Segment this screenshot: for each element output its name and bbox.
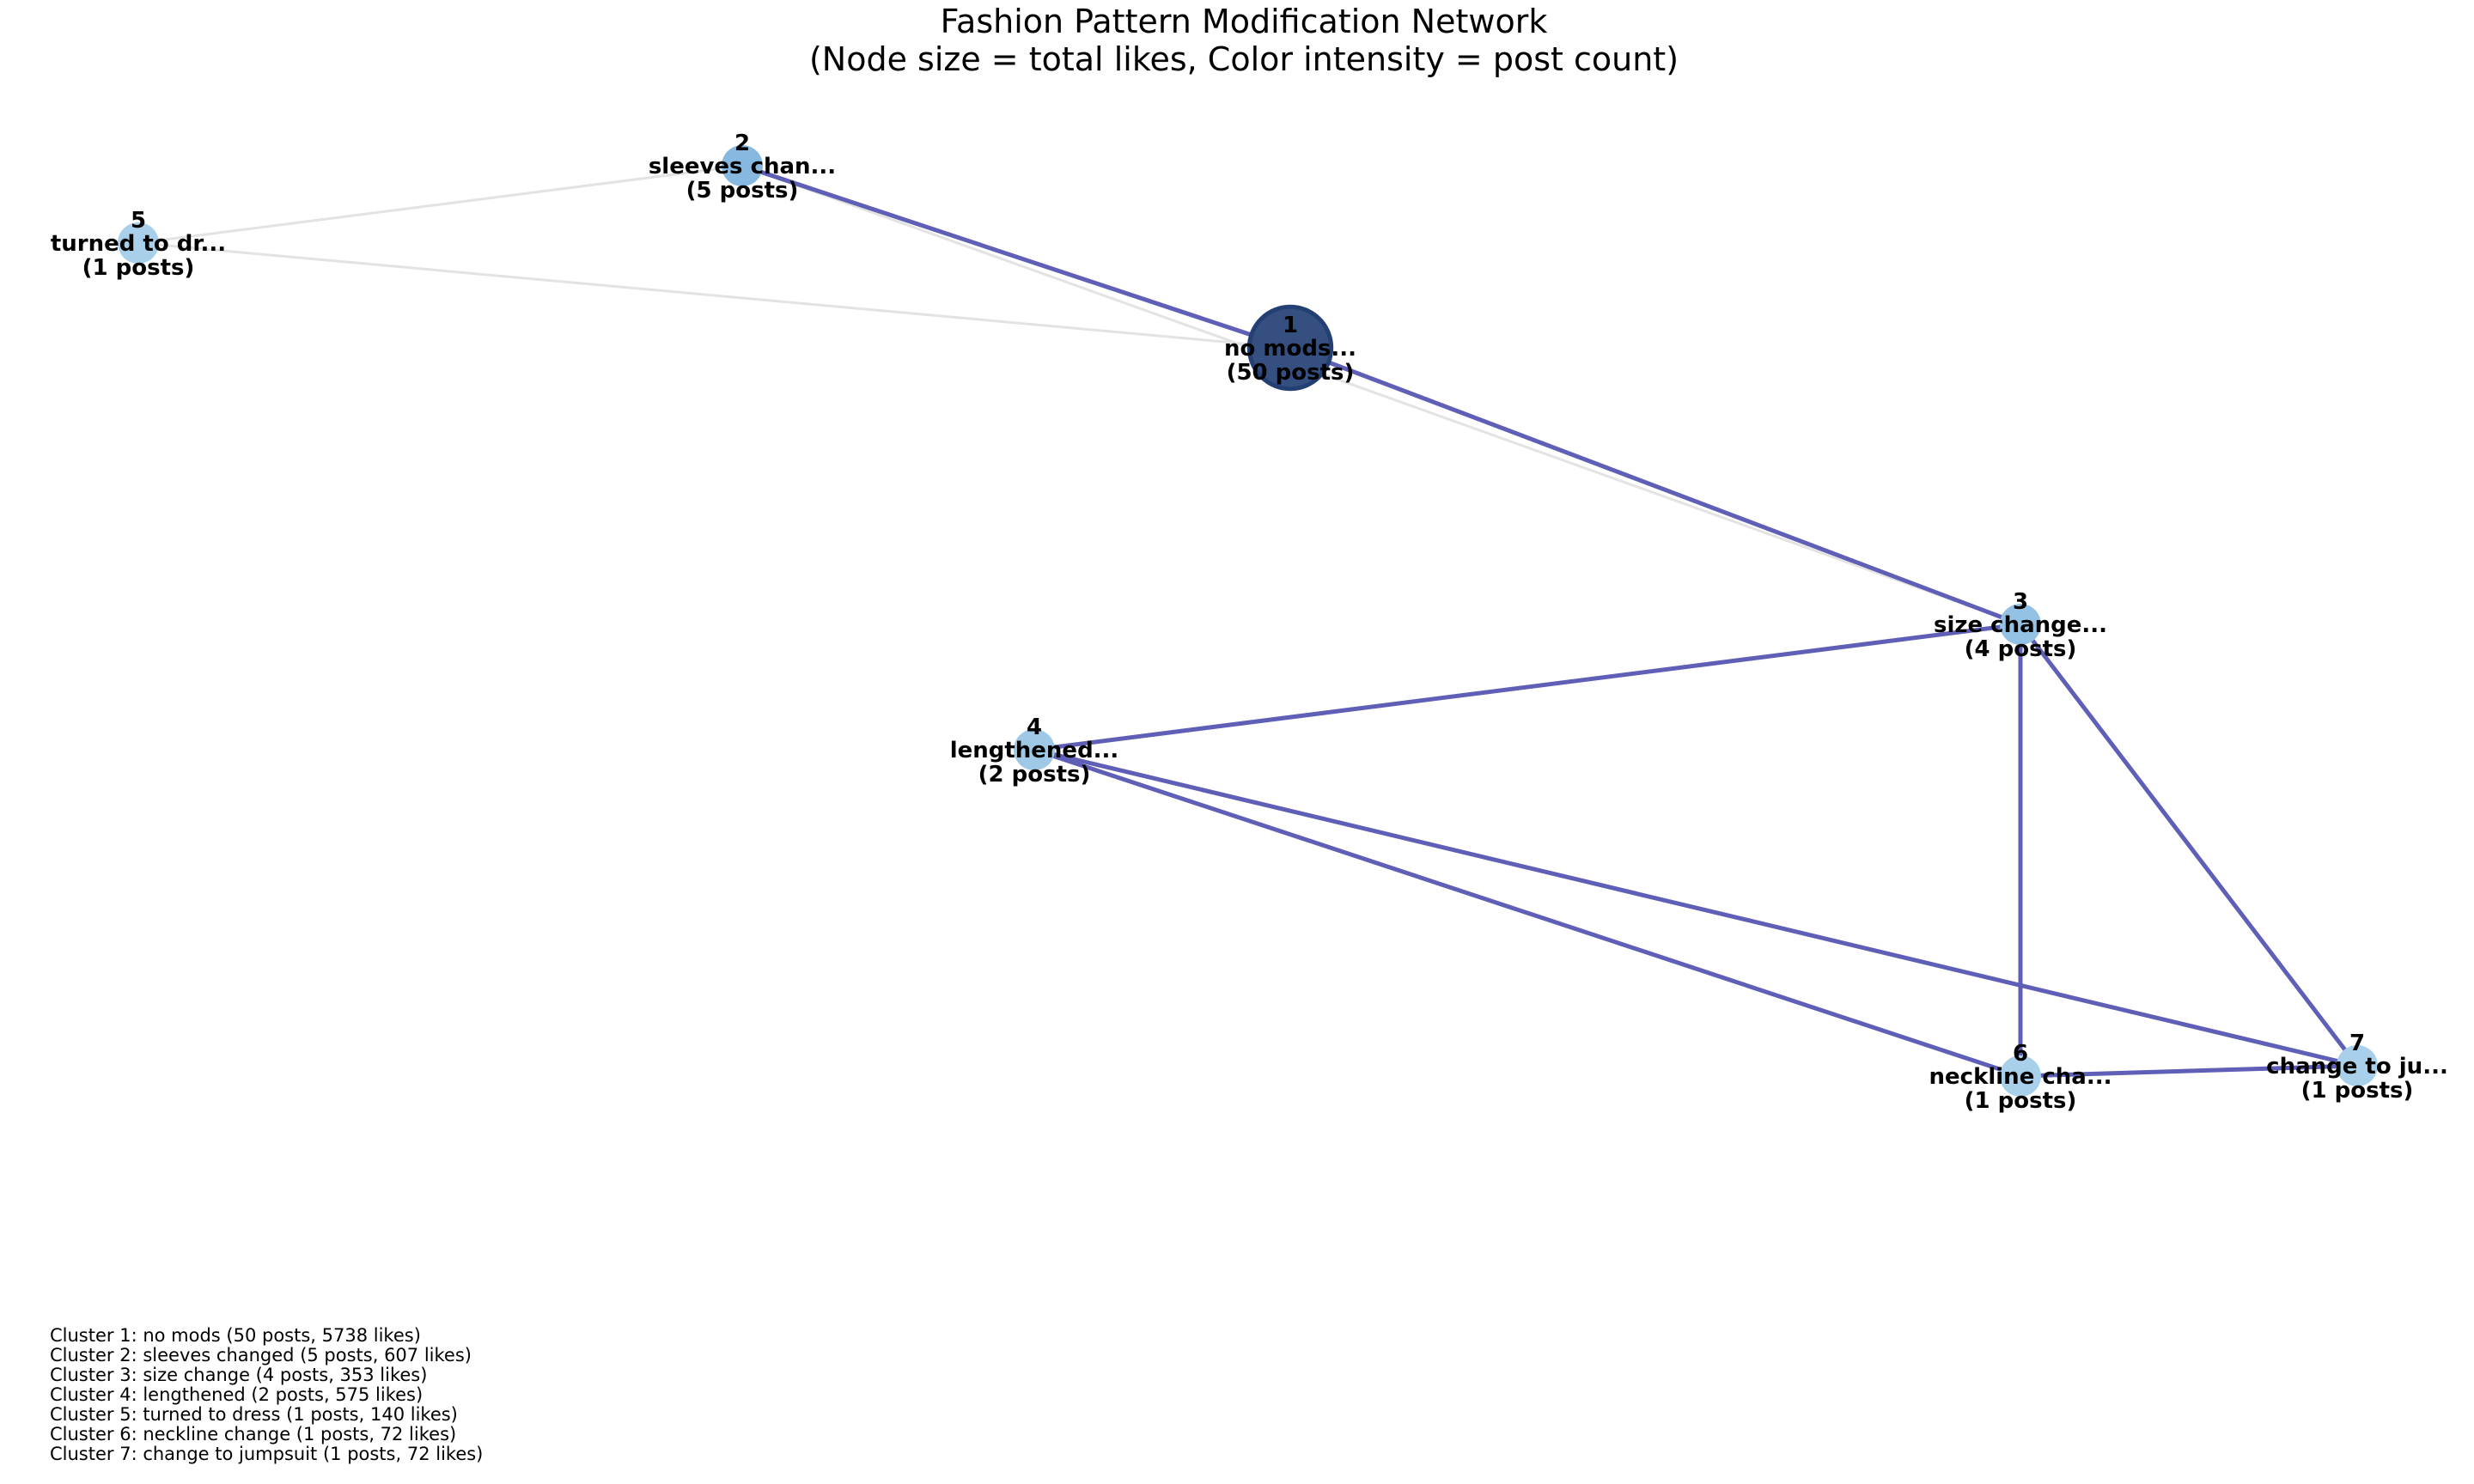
node-id: 5 bbox=[131, 208, 146, 234]
edge-4-7 bbox=[1032, 747, 2360, 1068]
node-7 bbox=[2337, 1045, 2378, 1086]
edge-2-1 bbox=[740, 163, 1293, 350]
node-4 bbox=[1014, 729, 1055, 770]
edge-5-2 bbox=[137, 164, 744, 245]
node-posts-label: (2 posts) bbox=[978, 762, 1091, 788]
node-short-label: no mods... bbox=[1224, 336, 1356, 362]
edge-2-3 bbox=[740, 164, 2022, 626]
node-posts-label: (1 posts) bbox=[82, 255, 195, 281]
legend-line-7: Cluster 7: change to jumpsuit (1 posts, … bbox=[50, 1444, 483, 1464]
legend-line-5: Cluster 5: turned to dress (1 posts, 140… bbox=[50, 1404, 458, 1425]
edge-4-3 bbox=[1032, 622, 2023, 752]
node-posts-label: (1 posts) bbox=[2301, 1078, 2414, 1104]
edge-5-1 bbox=[137, 241, 1292, 350]
figure-subtitle: (Node size = total likes, Color intensit… bbox=[809, 40, 1679, 78]
legend-line-6: Cluster 6: neckline change (1 posts, 72 … bbox=[50, 1424, 456, 1444]
edge-4-6 bbox=[1032, 747, 2023, 1079]
figure-title: Fashion Pattern Modification Network bbox=[941, 3, 1548, 40]
legend-line-4: Cluster 4: lengthened (2 posts, 575 like… bbox=[50, 1384, 423, 1405]
node-id: 3 bbox=[2013, 589, 2028, 615]
node-short-label: sleeves chan... bbox=[649, 154, 836, 179]
node-label-1: 1no mods...(50 posts) bbox=[1224, 313, 1356, 386]
edge-1-3 bbox=[1288, 345, 2023, 627]
node-posts-label: (4 posts) bbox=[1965, 636, 2077, 662]
legend-line-3: Cluster 3: size change (4 posts, 353 lik… bbox=[50, 1365, 427, 1385]
nodes-layer bbox=[118, 145, 2378, 1097]
node-id: 7 bbox=[2349, 1031, 2365, 1056]
node-short-label: turned to dr... bbox=[51, 231, 226, 257]
legend-line-1: Cluster 1: no mods (50 posts, 5738 likes… bbox=[50, 1325, 421, 1346]
node-5 bbox=[118, 222, 159, 264]
node-short-label: change to ju... bbox=[2266, 1054, 2448, 1080]
edge-6-7 bbox=[2018, 1063, 2360, 1079]
node-id: 1 bbox=[1283, 313, 1298, 338]
edges-layer bbox=[137, 163, 2360, 1079]
node-6 bbox=[2000, 1055, 2041, 1097]
legend-line-2: Cluster 2: sleeves changed (5 posts, 607… bbox=[50, 1345, 472, 1365]
node-id: 4 bbox=[1027, 715, 1042, 740]
node-posts-label: (50 posts) bbox=[1227, 360, 1355, 386]
cluster-legend: Cluster 1: no mods (50 posts, 5738 likes… bbox=[50, 1325, 483, 1464]
node-posts-label: (1 posts) bbox=[1965, 1088, 2077, 1114]
node-posts-label: (5 posts) bbox=[686, 178, 799, 204]
node-1 bbox=[1246, 304, 1334, 392]
node-short-label: neckline cha... bbox=[1929, 1064, 2112, 1090]
node-3 bbox=[2000, 604, 2041, 645]
node-id: 6 bbox=[2013, 1041, 2028, 1067]
node-short-label: lengthened... bbox=[950, 738, 1119, 763]
node-id: 2 bbox=[734, 131, 750, 156]
node-short-label: size change... bbox=[1934, 612, 2107, 638]
node-2 bbox=[722, 145, 763, 186]
edge-3-7 bbox=[2018, 622, 2360, 1068]
